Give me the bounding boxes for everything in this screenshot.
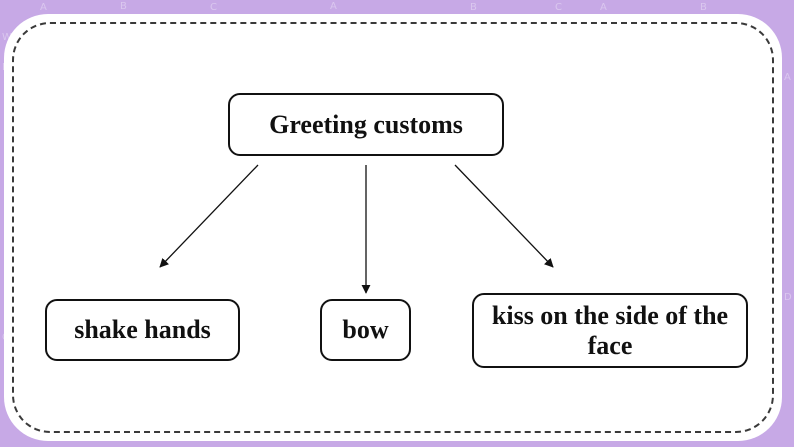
bg-letter: D: [784, 292, 792, 303]
bg-letter: A: [330, 1, 337, 12]
bg-letter: A: [40, 2, 47, 13]
child-node-kiss: kiss on the side of the face: [472, 293, 748, 368]
dashed-border: [12, 22, 774, 433]
bg-letter: B: [120, 1, 127, 12]
bg-letter: A: [784, 72, 791, 83]
child-node-label: shake hands: [74, 315, 211, 345]
child-node-label: bow: [342, 315, 389, 345]
bg-letter: B: [700, 2, 707, 13]
bg-letter: B: [470, 2, 477, 13]
child-node-label: kiss on the side of the face: [491, 300, 729, 360]
root-node-label: Greeting customs: [269, 109, 463, 139]
child-node-shake-hands: shake hands: [45, 299, 240, 361]
bg-letter: A: [600, 2, 607, 13]
bg-letter: C: [210, 2, 217, 13]
diagram-card: [4, 14, 782, 441]
bg-letter: C: [555, 2, 562, 13]
root-node-greeting-customs: Greeting customs: [228, 93, 504, 156]
child-node-bow: bow: [320, 299, 411, 361]
